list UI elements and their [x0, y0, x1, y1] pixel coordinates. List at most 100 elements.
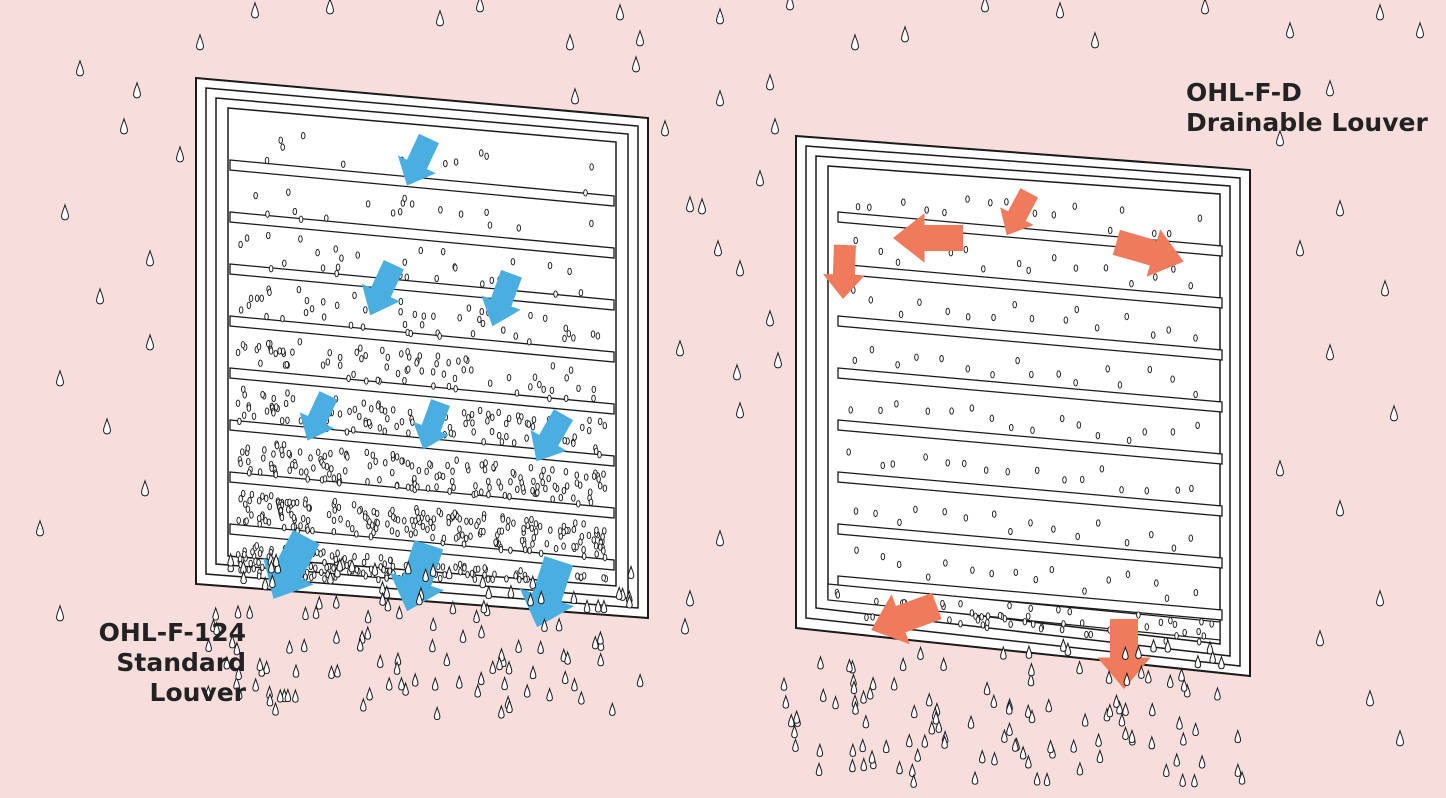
water-droplet-icon: [422, 313, 426, 319]
water-droplet-icon: [426, 485, 430, 491]
water-droplet-icon: [364, 307, 368, 313]
water-droplet-icon: [1120, 487, 1124, 493]
water-droplet-icon: [501, 516, 505, 522]
water-droplet-icon: [323, 453, 327, 459]
water-droplet-icon: [328, 350, 332, 356]
water-droplet-icon: [491, 576, 495, 582]
water-droplet-icon: [976, 617, 980, 623]
water-droplet-icon: [1172, 545, 1176, 551]
water-droplet-icon: [487, 411, 491, 417]
water-droplet-icon: [1074, 265, 1078, 271]
water-droplet-icon: [515, 390, 519, 396]
water-droplet-icon: [292, 515, 296, 521]
water-droplet-icon: [998, 612, 1002, 618]
water-droplet-icon: [286, 417, 290, 423]
water-droplet-icon: [239, 460, 243, 466]
water-droplet-icon: [338, 411, 342, 417]
water-droplet-icon: [284, 400, 288, 406]
water-droplet-icon: [286, 390, 290, 396]
water-droplet-icon: [416, 484, 420, 490]
water-droplet-icon: [529, 465, 533, 471]
water-droplet-icon: [481, 320, 485, 326]
water-droplet-icon: [403, 377, 407, 383]
water-droplet-icon: [323, 476, 327, 482]
water-droplet-icon: [285, 361, 289, 367]
water-droplet-icon: [594, 543, 598, 549]
water-droplet-icon: [564, 325, 568, 331]
water-droplet-icon: [399, 309, 403, 315]
water-droplet-icon: [527, 421, 531, 427]
water-droplet-icon: [261, 564, 265, 570]
water-droplet-icon: [334, 246, 338, 252]
water-droplet-icon: [1104, 265, 1108, 271]
water-droplet-icon: [254, 192, 258, 198]
water-droplet-icon: [358, 413, 362, 419]
water-droplet-icon: [1073, 203, 1077, 209]
water-droplet-icon: [377, 576, 381, 582]
water-droplet-icon: [353, 292, 357, 298]
water-droplet-icon: [414, 530, 418, 536]
water-droplet-icon: [269, 493, 273, 499]
water-droplet-icon: [257, 573, 261, 579]
water-droplet-icon: [332, 565, 336, 571]
water-droplet-icon: [1106, 366, 1110, 372]
water-droplet-icon: [508, 493, 512, 499]
water-droplet-icon: [1197, 628, 1201, 634]
water-droplet-icon: [399, 298, 403, 304]
water-droplet-icon: [598, 483, 602, 489]
water-droplet-icon: [340, 448, 344, 454]
water-droplet-icon: [435, 275, 439, 281]
water-droplet-icon: [573, 434, 577, 440]
water-droplet-icon: [390, 528, 394, 534]
water-droplet-icon: [551, 467, 555, 473]
water-droplet-icon: [299, 216, 303, 222]
water-droplet-icon: [365, 378, 369, 384]
water-droplet-icon: [946, 308, 950, 314]
water-droplet-icon: [582, 553, 586, 559]
water-droplet-icon: [986, 613, 990, 619]
water-droplet-icon: [441, 248, 445, 254]
water-droplet-icon: [280, 514, 284, 520]
water-droplet-icon: [275, 443, 279, 449]
water-droplet-icon: [1074, 380, 1078, 386]
water-droplet-icon: [853, 357, 857, 363]
water-droplet-icon: [473, 576, 477, 582]
water-droplet-icon: [281, 144, 285, 150]
water-droplet-icon: [482, 515, 486, 521]
water-droplet-icon: [984, 467, 988, 473]
water-droplet-icon: [241, 449, 245, 455]
water-droplet-icon: [288, 499, 292, 505]
water-droplet-icon: [589, 499, 593, 505]
water-droplet-icon: [364, 352, 368, 358]
water-droplet-icon: [426, 526, 430, 532]
water-droplet-icon: [1194, 335, 1198, 341]
water-droplet-icon: [403, 259, 407, 265]
water-droplet-icon: [582, 521, 586, 527]
water-droplet-icon: [264, 517, 268, 523]
water-droplet-icon: [601, 534, 605, 540]
water-droplet-icon: [597, 476, 601, 482]
water-droplet-icon: [946, 460, 950, 466]
water-droplet-icon: [1083, 588, 1087, 594]
water-droplet-icon: [236, 400, 240, 406]
water-droplet-icon: [400, 419, 404, 425]
water-droplet-icon: [334, 556, 338, 562]
water-droplet-icon: [458, 561, 462, 567]
water-droplet-icon: [528, 339, 532, 345]
water-droplet-icon: [547, 475, 551, 481]
water-droplet-icon: [247, 567, 251, 573]
water-droplet-icon: [1171, 376, 1175, 382]
water-droplet-icon: [301, 132, 305, 138]
water-droplet-icon: [500, 528, 504, 534]
water-droplet-icon: [291, 500, 295, 506]
water-droplet-icon: [992, 314, 996, 320]
water-droplet-icon: [365, 553, 369, 559]
water-droplet-icon: [446, 462, 450, 468]
water-droplet-icon: [895, 401, 899, 407]
water-droplet-icon: [280, 418, 284, 424]
water-droplet-icon: [298, 339, 302, 345]
water-droplet-icon: [1172, 266, 1176, 272]
water-droplet-icon: [291, 396, 295, 402]
water-droplet-icon: [531, 487, 535, 493]
